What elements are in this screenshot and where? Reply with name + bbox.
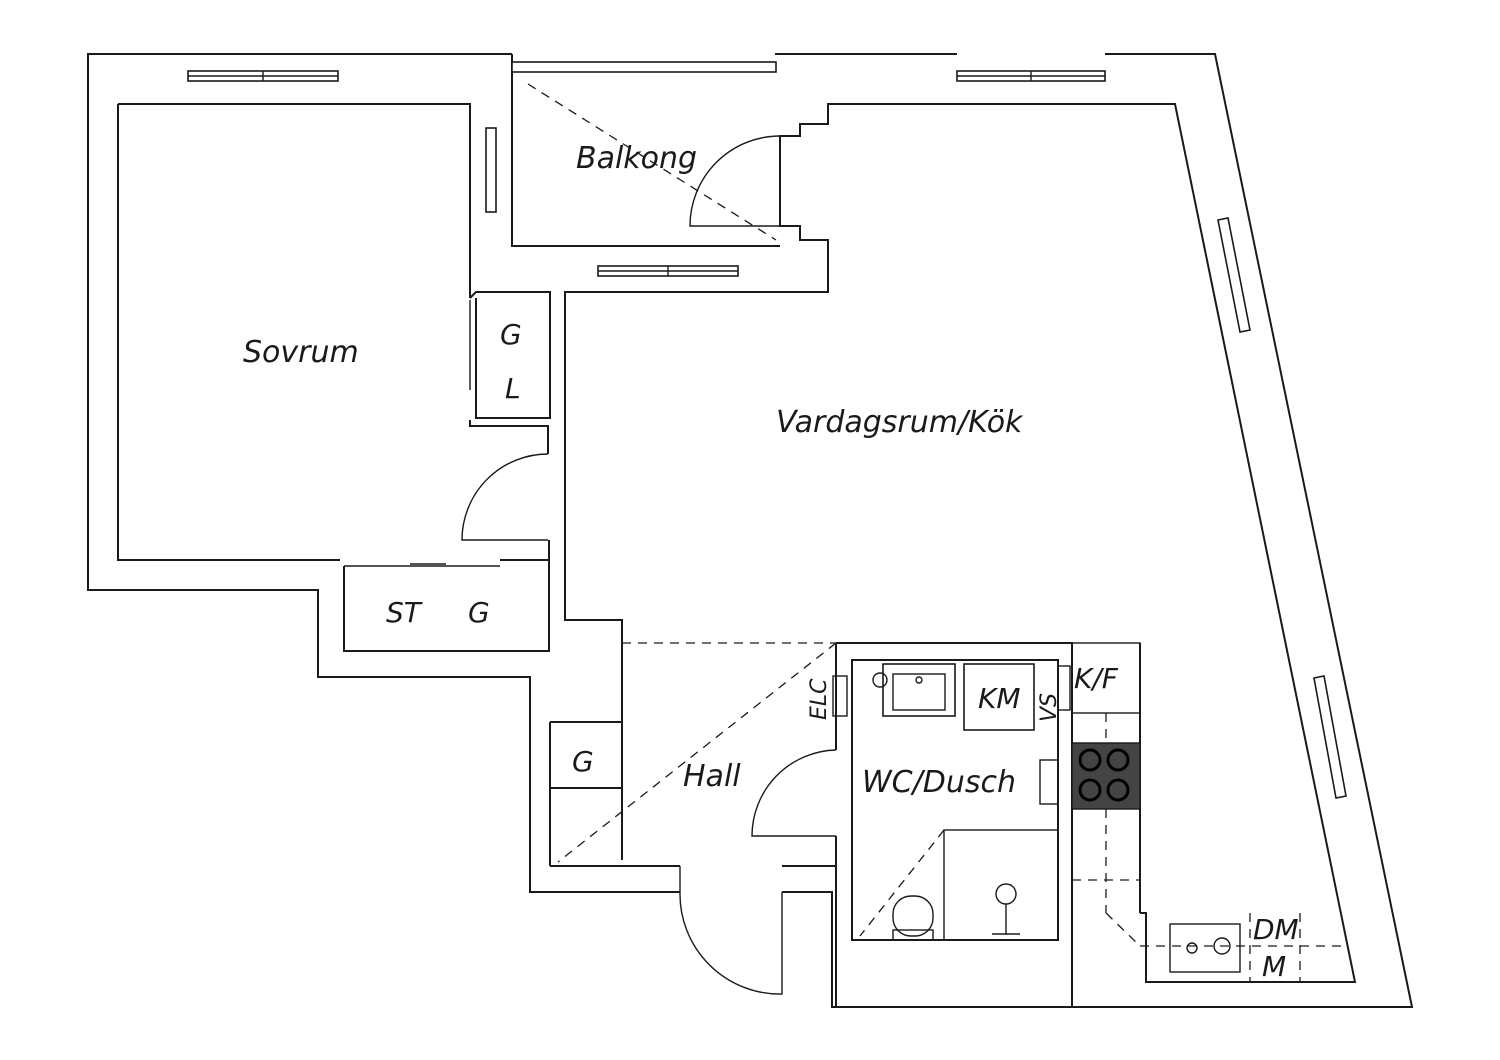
label-microwave: M xyxy=(1262,950,1286,983)
label-bedroom: Sovrum xyxy=(243,335,359,370)
outer-walls xyxy=(87,53,1414,1008)
label-living-kitchen: Vardagsrum/Kök xyxy=(776,405,1024,440)
wardrobe-gl xyxy=(469,291,551,419)
window-top-right xyxy=(956,70,1106,82)
bathroom xyxy=(832,642,1073,1007)
window-top-left xyxy=(187,70,339,82)
radiator-box xyxy=(1039,759,1059,805)
balcony xyxy=(511,54,781,247)
washing-machine-box xyxy=(963,663,1035,731)
window-right-upper xyxy=(1217,217,1251,333)
bedroom xyxy=(117,103,549,561)
storage-st-g xyxy=(343,540,550,652)
window-balcony-bottom xyxy=(597,265,739,277)
label-hall: Hall xyxy=(683,759,741,794)
electric-cabinet-box xyxy=(832,675,848,717)
labels: Balkong Sovrum Vardagsrum/Kök Hall WC/Du… xyxy=(243,141,1299,983)
label-storage-st: ST xyxy=(386,596,423,629)
kitchen-sink xyxy=(1169,923,1241,973)
label-electric-cabinet: ELC xyxy=(807,678,832,720)
living-kitchen xyxy=(564,103,1357,983)
label-closet-g: G xyxy=(500,318,522,351)
label-dishwasher: DM xyxy=(1253,913,1299,946)
hall xyxy=(549,642,837,995)
window-right-lower xyxy=(1313,675,1347,799)
washbasin xyxy=(882,663,956,717)
toilet xyxy=(892,895,934,941)
shower xyxy=(943,829,1059,941)
label-balcony: Balkong xyxy=(576,141,697,176)
water-heater-box xyxy=(1057,665,1071,711)
label-hall-closet-g: G xyxy=(572,745,594,778)
label-closet-l: L xyxy=(505,372,521,405)
label-storage-g: G xyxy=(468,596,490,629)
window-balcony-left xyxy=(485,127,497,213)
label-washing-machine: KM xyxy=(978,682,1021,715)
kitchen-counter xyxy=(1071,642,1346,982)
faucet-icon xyxy=(872,672,888,688)
label-water-heater: VS xyxy=(1037,693,1062,722)
label-bathroom: WC/Dusch xyxy=(862,765,1016,800)
label-fridge-freezer: K/F xyxy=(1074,662,1119,695)
